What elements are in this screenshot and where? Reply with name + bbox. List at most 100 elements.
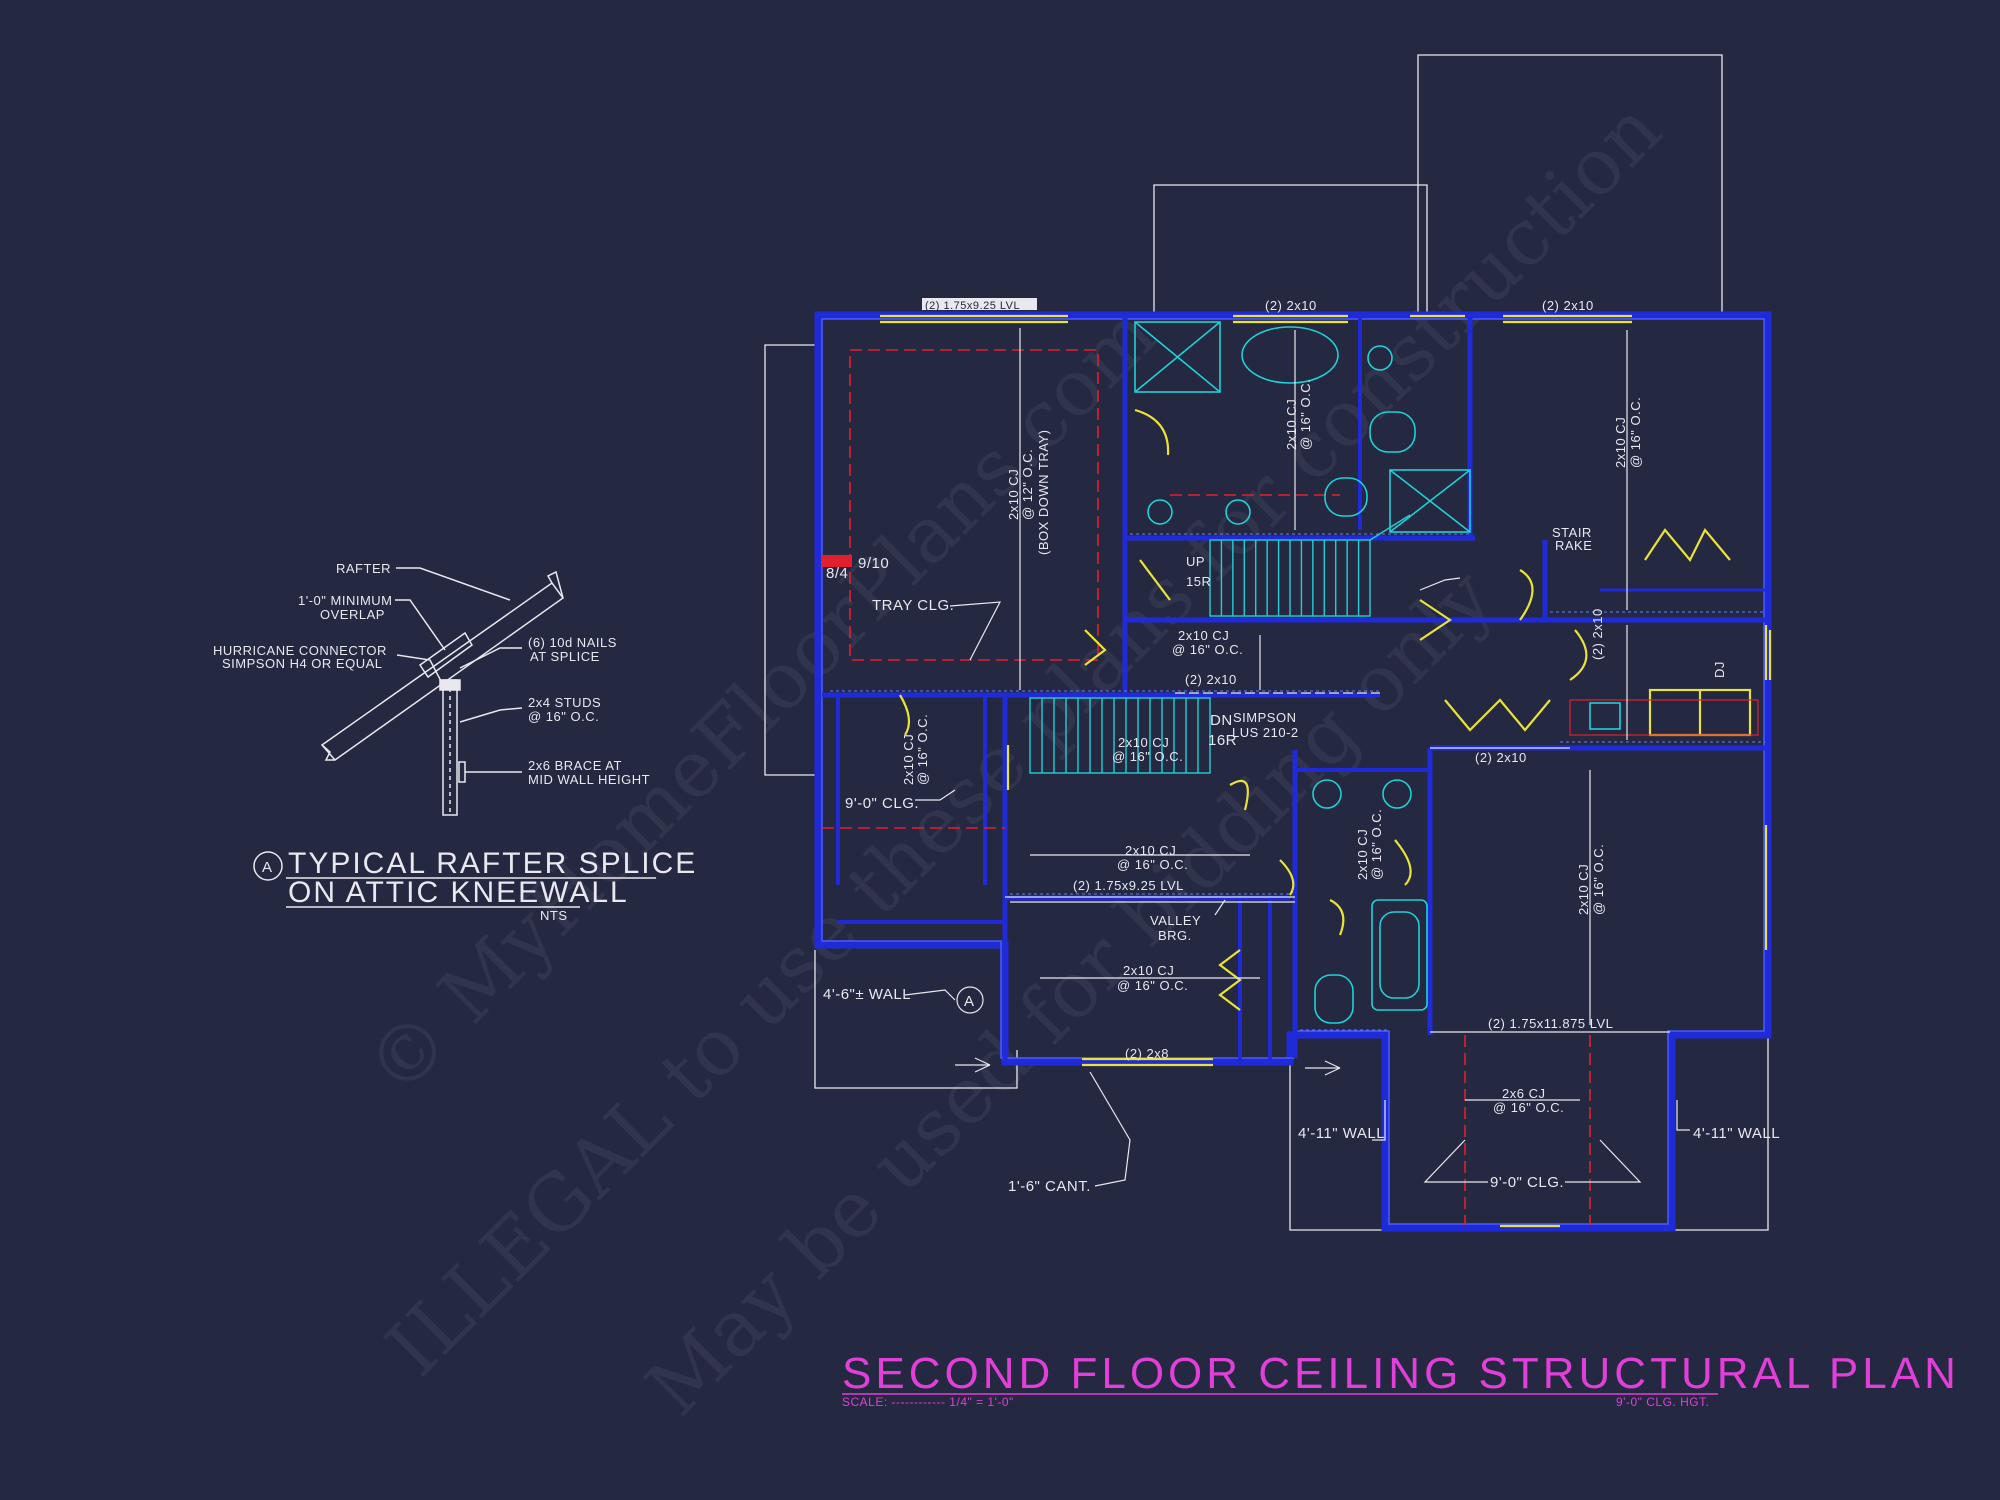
label-valley-1: VALLEY xyxy=(1150,913,1201,928)
label-nails-1: (6) 10d NAILS xyxy=(528,635,617,650)
leader-overlap xyxy=(395,599,446,651)
label-section-marker: A xyxy=(964,993,975,1010)
bifold-door-1 xyxy=(1444,698,1551,732)
label-closet-cj-2: @ 16" O.C. xyxy=(915,714,930,785)
rafter-splice-detail xyxy=(320,567,565,816)
leader-connector xyxy=(396,654,443,684)
door-swing-6 xyxy=(1569,629,1588,681)
leader-clg9 xyxy=(915,789,956,801)
garage-roof-outline xyxy=(1417,54,1723,313)
watermark-line-2: ILLEGAL to use these plans for construct… xyxy=(370,85,1679,1394)
label-bath2-cj-2: @ 16" O.C. xyxy=(1369,809,1384,880)
label-rafter: RAFTER xyxy=(336,561,391,576)
section-arrow-left xyxy=(955,1057,991,1073)
label-bed-2x10: (2) 2x10 xyxy=(1590,608,1605,660)
door-swing-8 xyxy=(1279,859,1295,896)
ceiling-height-note: 9'-0" CLG. HGT. xyxy=(1616,1395,1709,1409)
label-cant-2x8: (2) 2x8 xyxy=(1125,1046,1169,1061)
label-box-down: (BOX DOWN TRAY) xyxy=(1036,430,1051,555)
brace xyxy=(458,761,466,783)
label-lvl-11875: (2) 1.75x11.875 LVL xyxy=(1488,1016,1613,1031)
bifold-door-2 xyxy=(1644,528,1731,562)
label-dj: DJ xyxy=(1712,661,1727,678)
label-dn: DN xyxy=(1210,712,1233,729)
top-header-tag xyxy=(922,298,1037,310)
plan-labels: (2) 1.75x9.25 LVL (2) 2x10 (2) 2x10 2x10… xyxy=(823,298,1780,1195)
leader-rafter xyxy=(396,567,511,601)
section-marker-circle xyxy=(956,986,984,1014)
label-clg-9: 9'-0" CLG. xyxy=(845,795,919,812)
label-bed-cj-1: 2x10 CJ xyxy=(1576,864,1591,915)
rafter-splice xyxy=(418,631,473,679)
label-wall-46: 4'-6"± WALL xyxy=(823,986,911,1003)
label-brace-1: 2x6 BRACE AT xyxy=(528,758,622,773)
leader-stair-rake xyxy=(1419,577,1461,591)
bath2-sink-1 xyxy=(1312,779,1342,809)
label-pitch-a: 9/10 xyxy=(858,555,889,572)
label-stair-cj-1: 2x10 CJ xyxy=(1118,735,1169,750)
leader-cant xyxy=(1089,1071,1131,1187)
door-swing-11 xyxy=(899,694,911,736)
rear-roof-outline xyxy=(1153,184,1428,313)
leader-bay-clg-l xyxy=(1423,1139,1488,1183)
label-valley-2: BRG. xyxy=(1158,928,1192,943)
beams xyxy=(880,314,1772,1228)
door-swing-3 xyxy=(1084,629,1107,666)
label-stair-cj-2: @ 16" O.C. xyxy=(1112,749,1183,764)
bifold-door-3 xyxy=(1218,949,1242,1011)
label-stair-rake-2: RAKE xyxy=(1555,538,1592,553)
label-up: UP xyxy=(1186,554,1205,569)
rafter-break-lower xyxy=(321,744,335,761)
bath2-toilet xyxy=(1314,974,1354,1024)
detail-title-line-2: ON ATTIC KNEEWALL xyxy=(288,876,629,909)
label-mid-cj-2: @ 16" O.C. xyxy=(1172,642,1243,657)
shower-x2 xyxy=(1134,321,1221,393)
leader-wall-411-r xyxy=(1676,1100,1690,1131)
wall-hatching xyxy=(830,533,1765,1031)
label-top-2x10-b: (2) 2x10 xyxy=(1542,298,1594,313)
label-closet-cj-1: 2x10 CJ xyxy=(901,734,916,785)
scale-label: SCALE: ------------ 1/4" = 1'-0" xyxy=(842,1395,1014,1409)
label-bath-cj: 2x10 CJ xyxy=(1284,399,1299,450)
master-sink-1 xyxy=(1147,499,1173,525)
leader-wall-411-l xyxy=(1372,1100,1386,1141)
drawing-title: SECOND FLOOR CEILING STRUCTURAL PLAN xyxy=(842,1349,1960,1398)
tray-ceiling xyxy=(822,349,1591,1225)
label-cant: 1'-6" CANT. xyxy=(1008,1178,1091,1195)
label-lvl-925: (2) 1.75x9.25 LVL xyxy=(1073,878,1184,893)
laundry-counter xyxy=(1569,699,1759,736)
label-bath-cj2: @ 16" O.C. xyxy=(1298,379,1313,450)
fixtures xyxy=(1134,321,1621,1024)
label-small-2x10: (2) 2x10 xyxy=(1475,750,1527,765)
label-dn-r: 16R xyxy=(1208,732,1237,749)
label-bay-clg: 9'-0" CLG. xyxy=(1490,1174,1564,1191)
tray-outline xyxy=(849,349,1099,661)
wc-shower-x2 xyxy=(1389,469,1471,533)
label-bed-cj-2: @ 16" O.C. xyxy=(1591,844,1606,915)
rafter-break-upper xyxy=(546,570,564,599)
wc-toilet-2 xyxy=(1324,477,1368,517)
label-stair-rake-1: STAIR xyxy=(1552,525,1592,540)
label-south-cj-1: 2x10 CJ xyxy=(1123,963,1174,978)
label-simpson-2: LUS 210-2 xyxy=(1232,725,1299,740)
label-lower-cj-1: 2x10 CJ xyxy=(1125,843,1176,858)
wc-toilet-1 xyxy=(1369,411,1416,453)
master-tub xyxy=(1241,326,1339,384)
door-swing-9 xyxy=(1394,839,1412,886)
label-bay-cj-2: @ 16" O.C. xyxy=(1493,1100,1564,1115)
stairs xyxy=(1029,514,1411,774)
wc-circle xyxy=(1367,345,1393,371)
master-sink-2 xyxy=(1225,499,1251,525)
label-brace-2: MID WALL HEIGHT xyxy=(528,772,650,787)
label-right-cj: 2x10 CJ xyxy=(1613,417,1628,468)
span-lines xyxy=(904,328,1690,1187)
leader-valley xyxy=(1214,899,1226,916)
front-porch-outline xyxy=(814,950,1018,1089)
door-swing-4 xyxy=(1419,599,1452,641)
door-swing-10 xyxy=(1329,899,1345,936)
label-overlap-1: 1'-0" MINIMUM xyxy=(298,593,393,608)
door-swing-7 xyxy=(1229,779,1249,811)
wc-shower xyxy=(1389,469,1471,533)
